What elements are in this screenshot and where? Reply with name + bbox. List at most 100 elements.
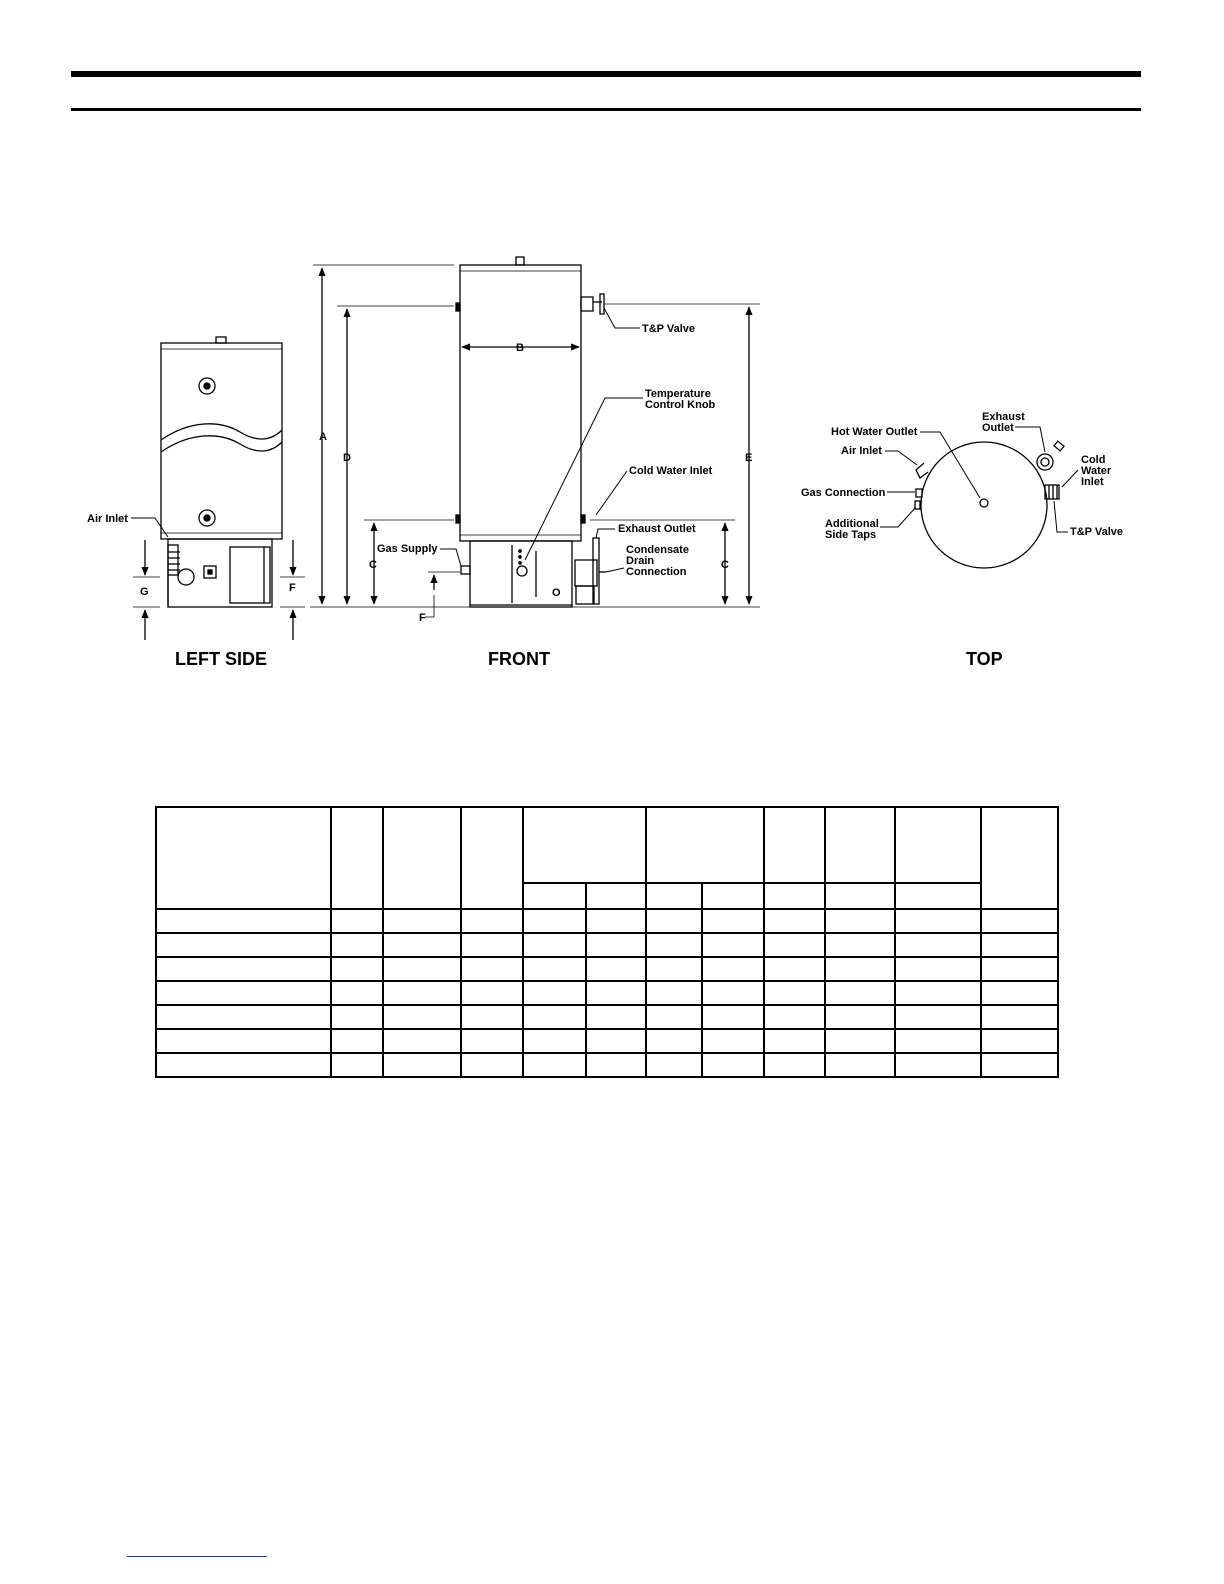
top-view [880, 426, 1079, 569]
top-exhaust-label-line1: Exhaust [982, 411, 1025, 423]
table-subheader-row [156, 882, 1058, 910]
table-cell [382, 1052, 462, 1078]
table-cell [460, 932, 524, 958]
table-cell [522, 932, 587, 958]
table-cell [980, 980, 1059, 1006]
table-cell [894, 908, 982, 934]
table-cell [701, 1028, 765, 1054]
table-cell [824, 908, 896, 934]
table-cell [460, 1028, 524, 1054]
table-cell [645, 1028, 703, 1054]
table-cell [763, 980, 826, 1006]
table-header-cell [980, 806, 1059, 910]
top-tp-valve-label: T&P Valve [1070, 526, 1123, 538]
table-cell [763, 1052, 826, 1078]
top-additional-label-line2: Side Taps [825, 529, 876, 541]
table-cell [155, 1028, 332, 1054]
table-row [155, 1028, 1059, 1054]
table-header-cell [824, 806, 896, 884]
table-cell [522, 1004, 587, 1030]
table-cell [155, 932, 332, 958]
table-row [155, 1004, 1059, 1030]
table-cell [645, 1052, 703, 1078]
table-cell [460, 1052, 524, 1078]
table-cell [155, 956, 332, 982]
table-header-cell [460, 806, 524, 910]
table-subheader-cell [824, 882, 896, 910]
cold-water-inlet-label: Cold Water Inlet [629, 465, 713, 477]
top-gas-connection-label: Gas Connection [801, 487, 886, 499]
table-cell [522, 956, 587, 982]
table-cell [894, 1028, 982, 1054]
table-cell [824, 1004, 896, 1030]
table-cell [460, 1004, 524, 1030]
table-cell [382, 980, 462, 1006]
table-cell [585, 980, 647, 1006]
table-header-cell [894, 806, 982, 884]
table-cell [824, 956, 896, 982]
table-cell [824, 932, 896, 958]
table-cell [980, 1028, 1059, 1054]
dimension-f-label-left: F [289, 582, 296, 594]
table-header-cell [330, 806, 384, 910]
table-cell [824, 1028, 896, 1054]
table-cell [330, 932, 384, 958]
top-title: TOP [966, 649, 1003, 669]
top-hot-water-outlet-label: Hot Water Outlet [831, 426, 918, 438]
table-cell [382, 956, 462, 982]
table-cell [155, 1004, 332, 1030]
table-cell [585, 908, 647, 934]
table-cell [585, 1052, 647, 1078]
water-heater-dimension-drawing: Air Inlet G F LEFT SIDE [87, 256, 1123, 669]
table-cell [155, 908, 332, 934]
condensate-label-line3: Connection [626, 566, 687, 578]
table-row [155, 980, 1059, 1006]
top-exhaust-label-line2: Outlet [982, 422, 1014, 434]
temperature-label-line1: Temperature [645, 388, 711, 400]
table-cell [980, 1052, 1059, 1078]
table-cell [980, 908, 1059, 934]
table-header-cell [763, 806, 826, 884]
temperature-label-line2: Control Knob [645, 399, 716, 411]
top-air-inlet-label: Air Inlet [841, 445, 882, 457]
table-cell [585, 1004, 647, 1030]
dimension-c-label-left: C [369, 559, 377, 571]
table-subheader-cell [522, 882, 587, 910]
table-cell [894, 1052, 982, 1078]
dimension-g-label: G [140, 586, 149, 598]
table-body [155, 908, 1059, 1078]
condensate-label-line1: Condensate [626, 544, 689, 556]
table-header-cell [522, 806, 647, 884]
top-cold-label-line3: Inlet [1081, 476, 1104, 488]
table-row [155, 1052, 1059, 1078]
dimension-c-label-right: C [721, 559, 729, 571]
table-cell [155, 1052, 332, 1078]
table-cell [522, 1052, 587, 1078]
table-subheader-cell [701, 882, 765, 910]
table-header-cell [382, 806, 462, 910]
table-cell [382, 908, 462, 934]
table-cell [980, 932, 1059, 958]
front-title: FRONT [488, 649, 550, 669]
table-cell [645, 956, 703, 982]
table-cell [330, 1028, 384, 1054]
table-cell [701, 980, 765, 1006]
table-cell [701, 956, 765, 982]
top-cold-label-line2: Water [1081, 465, 1112, 477]
header-rule-thin [71, 108, 1141, 111]
footer-link-underline[interactable] [127, 1556, 267, 1557]
table-cell [382, 1004, 462, 1030]
table-cell [585, 932, 647, 958]
gas-supply-label: Gas Supply [377, 543, 438, 555]
table-cell [382, 1028, 462, 1054]
top-additional-label-line1: Additional [825, 518, 879, 530]
table-row [155, 932, 1059, 958]
dimension-o-label: O [552, 587, 561, 599]
table-cell [894, 932, 982, 958]
table-cell [460, 956, 524, 982]
table-cell [330, 1052, 384, 1078]
header-rule-thick [71, 71, 1141, 77]
top-cold-label-line1: Cold [1081, 454, 1105, 466]
table-row [155, 908, 1059, 934]
table-cell [980, 1004, 1059, 1030]
